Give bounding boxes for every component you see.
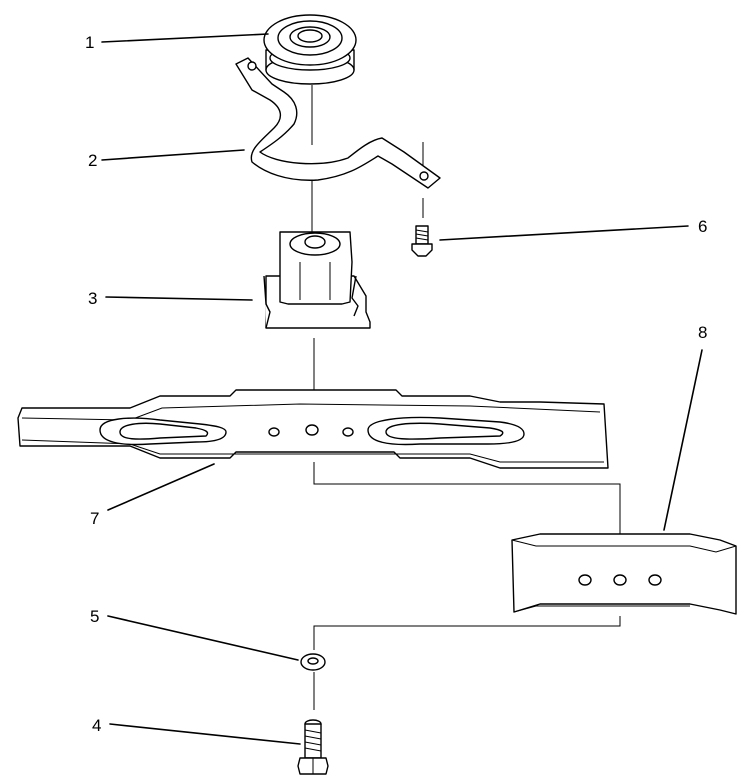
callout-2: 2 <box>88 151 97 170</box>
alignment-lines <box>311 85 621 710</box>
callout-3: 3 <box>88 289 97 308</box>
callout-8: 8 <box>698 323 707 342</box>
pulley-part <box>263 14 357 85</box>
spacer-plate-part <box>511 533 737 615</box>
callout-labels: 1 2 3 4 5 6 7 8 <box>85 33 707 735</box>
blade-part <box>17 389 609 469</box>
callout-7: 7 <box>90 509 99 528</box>
screw-part <box>411 225 433 257</box>
callout-1: 1 <box>85 33 94 52</box>
blade-adapter-part <box>263 231 371 329</box>
callout-5: 5 <box>90 607 99 626</box>
callout-6: 6 <box>698 217 707 236</box>
bracket-part <box>235 57 441 189</box>
leader-lines <box>101 33 703 745</box>
washer-part <box>300 653 326 671</box>
bolt-part <box>297 719 329 775</box>
callout-4: 4 <box>92 716 101 735</box>
